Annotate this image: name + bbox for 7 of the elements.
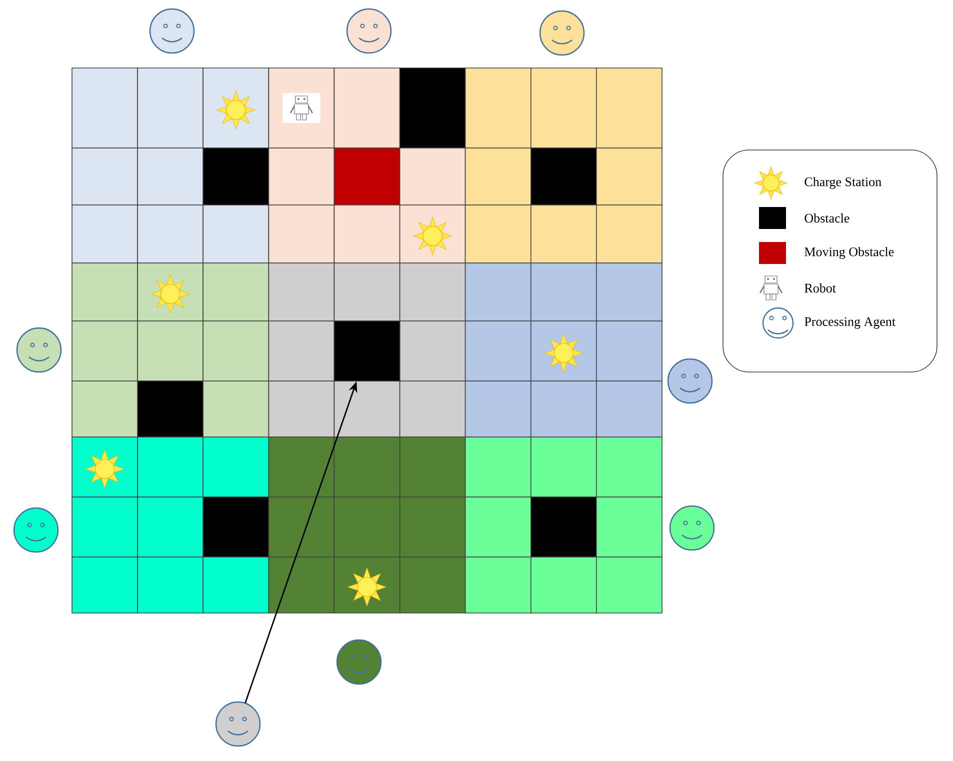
obstacle-cell <box>334 320 400 382</box>
legend-label: Obstacle <box>804 213 850 223</box>
legend-label: Charge Station <box>804 177 882 189</box>
legend-label: Moving Obstacle <box>804 247 894 259</box>
smiley-face <box>215 701 261 747</box>
legend-label: Robot <box>804 283 836 293</box>
legend-label: Processing Agent <box>804 317 896 329</box>
